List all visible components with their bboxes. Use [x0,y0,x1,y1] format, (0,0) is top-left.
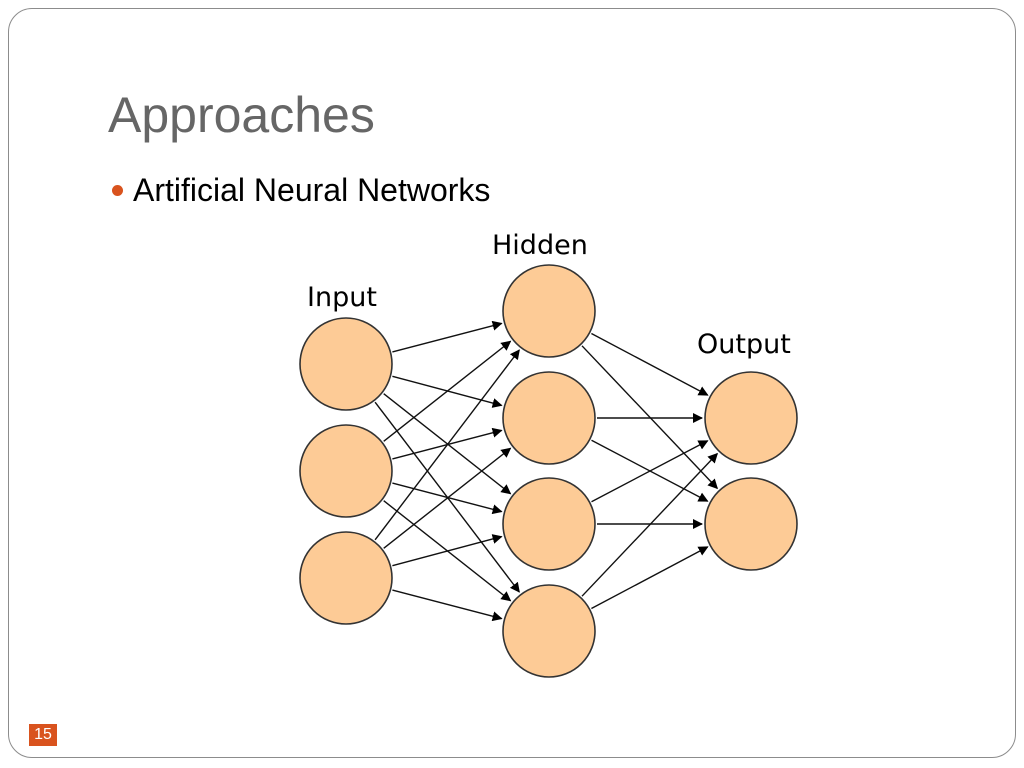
hidden-layer-label: Hidden [492,230,588,261]
connection-input-1-to-hidden-3 [383,393,512,495]
slide-title: Approaches [108,87,375,143]
hidden-node-2 [502,371,596,465]
input-node-1 [299,317,393,411]
input-node-2 [299,424,393,518]
connection-hidden-4-to-output-1 [581,452,718,597]
bullet-dot-icon [112,185,123,196]
connection-input-2-to-hidden-3 [392,482,503,515]
connection-input-1-to-hidden-1 [392,320,503,353]
output-layer-label: Output [697,329,791,360]
slide-number: 15 [29,724,57,746]
nodes [299,264,798,678]
connection-hidden-1-to-output-2 [581,345,718,490]
connection-input-2-to-hidden-1 [383,340,512,442]
slide-frame [8,8,1016,758]
connection-lines [374,320,718,622]
connection-input-3-to-hidden-3 [392,534,503,567]
input-node-3 [299,531,393,625]
connection-hidden-1-to-output-1 [591,332,709,396]
output-node-1 [704,371,798,465]
connection-input-3-to-hidden-1 [374,349,520,541]
bullet-text: Artificial Neural Networks [133,172,491,208]
connection-input-3-to-hidden-2 [383,447,512,549]
hidden-node-3 [502,477,596,571]
connection-hidden-4-to-output-2 [591,546,709,610]
hidden-node-1 [502,264,596,358]
connection-hidden-3-to-output-1 [591,440,709,503]
input-layer-label: Input [307,282,377,313]
connection-input-3-to-hidden-4 [392,589,503,622]
hidden-node-4 [502,584,596,678]
output-node-2 [704,477,798,571]
